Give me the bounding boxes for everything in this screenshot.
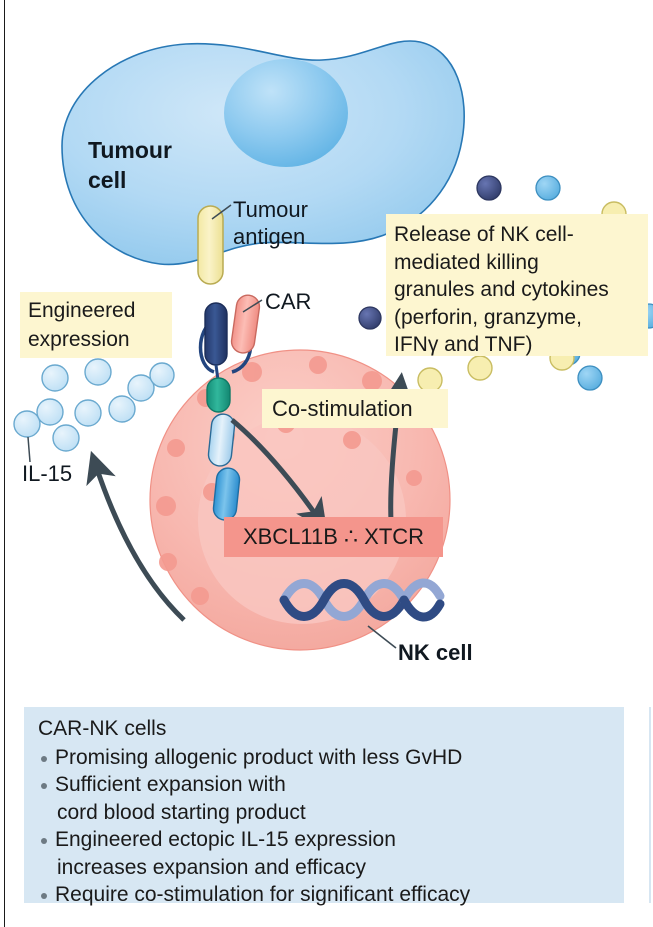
list-item: Sufficient expansion with cord blood sta… <box>38 771 624 826</box>
list-item: Engineered ectopic IL-15 expression incr… <box>38 826 624 881</box>
bullet-line-1: Require co-stimulation for significant e… <box>55 883 471 906</box>
summary-bullet-list: Promising allogenic product with less Gv… <box>38 744 624 909</box>
release-callout: Release of NK cell- mediated killing gra… <box>386 214 648 356</box>
engineered-expression-callout: Engineered expression <box>20 292 172 358</box>
tumour-antigen-label: Tumour antigen <box>233 197 308 249</box>
tumour-nucleus <box>224 59 348 167</box>
il15-molecules <box>13 358 175 452</box>
bullet-line-2: cord blood starting product <box>57 800 306 824</box>
list-item: Promising allogenic product with less Gv… <box>38 744 624 772</box>
left-border-rule <box>4 0 5 927</box>
signalling-callout: XBCL11B ∴ XTCR <box>224 517 443 557</box>
bullet-line-1: Promising allogenic product with less Gv… <box>55 745 463 769</box>
il15-label: IL-15 <box>22 461 73 486</box>
il15-expression-arrow <box>86 450 186 622</box>
il15-leader-line <box>27 436 31 463</box>
car-label: CAR <box>265 289 312 314</box>
tumour-cell-shape <box>61 40 465 266</box>
bullet-line-1: Engineered ectopic IL-15 expression <box>55 828 396 851</box>
tumour-antigen-shape <box>197 204 232 285</box>
bullet-line-1: Sufficient expansion with <box>55 773 286 796</box>
tumour-cell-label: Tumour cell <box>88 137 172 193</box>
nk-cell-leader-line <box>367 625 397 649</box>
costimulation-arrow <box>230 418 328 532</box>
car-receptor-shape <box>198 294 263 521</box>
summary-box: CAR-NK cells Promising allogenic product… <box>24 707 624 906</box>
summary-heading: CAR-NK cells <box>38 717 167 740</box>
costimulation-callout: Co-stimulation <box>262 389 448 428</box>
right-border-rule <box>649 707 651 903</box>
list-item: Require co-stimulation for significant e… <box>38 881 624 909</box>
car-leader-line <box>242 299 263 313</box>
dna-helix <box>279 578 445 622</box>
bullet-line-2: increases expansion and efficacy <box>57 855 366 879</box>
nk-cell-label: NK cell <box>398 640 473 665</box>
